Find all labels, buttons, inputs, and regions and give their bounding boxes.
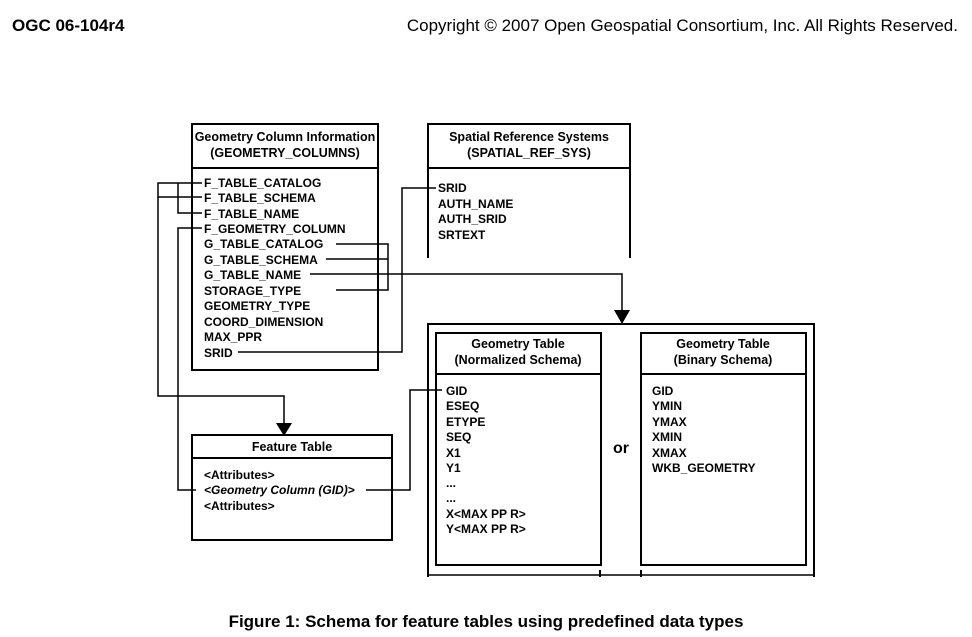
field-geometry-type: GEOMETRY_TYPE xyxy=(204,299,310,313)
bin-field-ymin: YMIN xyxy=(652,399,682,413)
figure-caption: Figure 1: Schema for feature tables usin… xyxy=(228,612,744,631)
connector-f-table-name xyxy=(177,183,202,214)
arrowhead-to-feature-table xyxy=(276,423,292,436)
field-g-table-schema: G_TABLE_SCHEMA xyxy=(204,253,318,267)
binary-title: Geometry Table xyxy=(676,337,770,351)
spatial-ref-sys-table: Spatial Reference Systems (SPATIAL_REF_S… xyxy=(427,123,631,258)
connector-g-table-catalog xyxy=(336,243,389,291)
field-g-table-name: G_TABLE_NAME xyxy=(204,268,301,282)
connector-f-geometry-column xyxy=(177,227,202,491)
or-label: or xyxy=(613,440,629,457)
srs-field-auth-srid: AUTH_SRID xyxy=(438,212,507,226)
field-storage-type: STORAGE_TYPE xyxy=(204,284,301,298)
srs-field-srtext: SRTEXT xyxy=(438,228,486,242)
bin-field-ymax: YMAX xyxy=(652,415,687,429)
bin-field-xmin: XMIN xyxy=(652,430,682,444)
spatial-ref-sys-subtitle: (SPATIAL_REF_SYS) xyxy=(467,146,591,160)
feature-field-attributes-1: <Attributes> xyxy=(204,468,275,482)
geometry-table-binary: Geometry Table (Binary Schema) GID YMIN … xyxy=(640,332,807,566)
bin-field-xmax: XMAX xyxy=(652,446,687,460)
norm-field-x-max: X<MAX PP R> xyxy=(446,507,526,521)
field-coord-dimension: COORD_DIMENSION xyxy=(204,315,323,329)
geometry-columns-subtitle: (GEOMETRY_COLUMNS) xyxy=(210,146,360,160)
norm-field-ellipsis-2: ... xyxy=(446,491,456,505)
feature-field-geometry-column: <Geometry Column (GID)> xyxy=(204,483,355,497)
srs-field-srid: SRID xyxy=(438,181,467,195)
feature-table-title: Feature Table xyxy=(252,440,332,454)
document-id: OGC 06-104r4 xyxy=(12,16,125,35)
connector-to-feature-table xyxy=(157,197,285,425)
feature-table: Feature Table <Attributes> <Geometry Col… xyxy=(191,434,393,541)
field-srid: SRID xyxy=(204,346,233,360)
bin-field-gid: GID xyxy=(652,384,674,398)
connector-f-table-catalog-schema xyxy=(157,182,202,198)
spatial-ref-sys-title: Spatial Reference Systems xyxy=(449,130,609,144)
norm-field-eseq: ESEQ xyxy=(446,399,479,413)
copyright-notice: Copyright © 2007 Open Geospatial Consort… xyxy=(406,16,958,35)
norm-field-x1: X1 xyxy=(446,446,461,460)
field-f-table-catalog: F_TABLE_CATALOG xyxy=(204,176,321,190)
norm-field-gid: GID xyxy=(446,384,468,398)
normalized-title: Geometry Table xyxy=(471,337,565,351)
connector-gid xyxy=(366,389,442,491)
field-f-table-name: F_TABLE_NAME xyxy=(204,207,299,221)
norm-field-y1: Y1 xyxy=(446,461,461,475)
geometry-columns-table: Geometry Column Information (GEOMETRY_CO… xyxy=(191,123,379,371)
normalized-subtitle: (Normalized Schema) xyxy=(454,353,581,367)
norm-field-y-max: Y<MAX PP R> xyxy=(446,522,526,536)
srs-field-auth-name: AUTH_NAME xyxy=(438,197,513,211)
bin-field-wkb-geometry: WKB_GEOMETRY xyxy=(652,461,756,475)
connector-g-table-name xyxy=(310,273,623,312)
field-f-geometry-column: F_GEOMETRY_COLUMN xyxy=(204,222,346,236)
geometry-columns-title: Geometry Column Information xyxy=(195,130,376,144)
norm-field-ellipsis-1: ... xyxy=(446,476,456,490)
connector-lines xyxy=(157,182,623,491)
field-g-table-catalog: G_TABLE_CATALOG xyxy=(204,237,323,251)
connector-srid xyxy=(238,187,436,353)
geometry-tables-container xyxy=(427,323,815,577)
arrowhead-to-geometry-tables xyxy=(614,310,630,324)
field-f-table-schema: F_TABLE_SCHEMA xyxy=(204,191,316,205)
geometry-table-normalized: Geometry Table (Normalized Schema) GID E… xyxy=(435,332,602,566)
feature-field-attributes-2: <Attributes> xyxy=(204,499,275,513)
binary-subtitle: (Binary Schema) xyxy=(674,353,773,367)
norm-field-seq: SEQ xyxy=(446,430,471,444)
field-max-ppr: MAX_PPR xyxy=(204,330,262,344)
norm-field-etype: ETYPE xyxy=(446,415,485,429)
